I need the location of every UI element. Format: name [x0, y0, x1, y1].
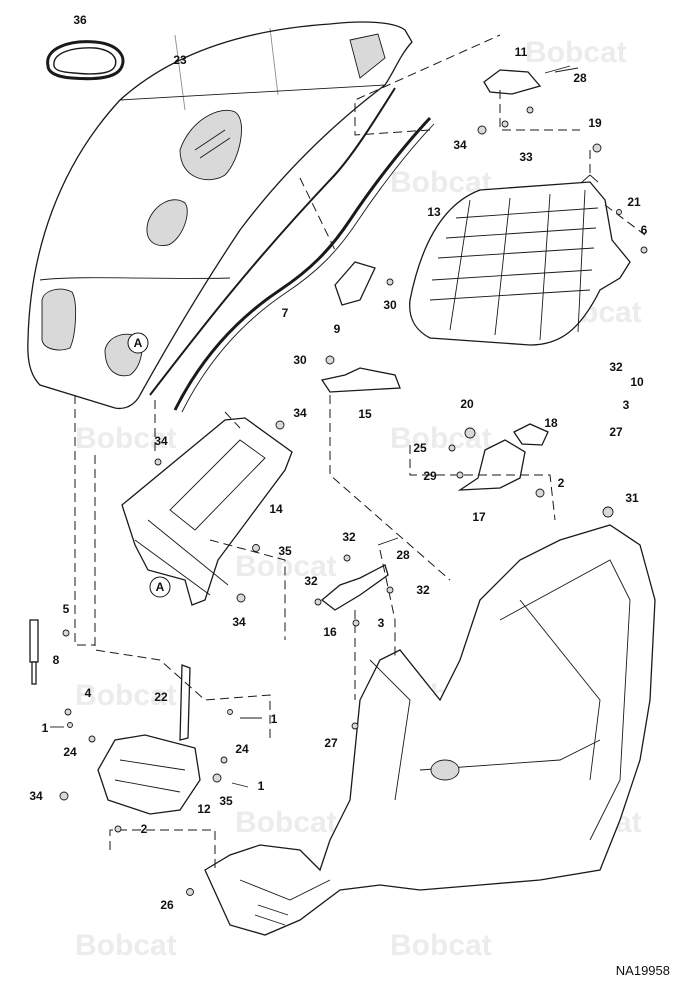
svg-text:A: A: [134, 336, 143, 350]
callout-11: 11: [515, 45, 528, 59]
callout-2: 2: [558, 476, 565, 490]
callout-32: 32: [416, 583, 430, 597]
callout-6: 6: [641, 223, 648, 237]
part-grille-13: [409, 174, 631, 346]
callout-24: 24: [235, 742, 249, 756]
part-bracket-15: [320, 367, 401, 393]
callout-1: 1: [258, 779, 265, 793]
part-rod-22: [179, 664, 191, 741]
callout-3: 3: [623, 398, 630, 412]
watermark-text: Bobcat: [390, 422, 492, 455]
callout-14: 14: [269, 502, 283, 516]
callout-27: 27: [609, 425, 623, 439]
watermark-text: Bobcat: [75, 929, 177, 962]
callout-21: 21: [627, 195, 641, 209]
callout-10: 10: [630, 375, 644, 389]
callout-8: 8: [53, 653, 60, 667]
callout-26: 26: [160, 898, 174, 912]
callout-23: 23: [173, 53, 187, 67]
callout-34: 34: [232, 615, 246, 629]
callout-30: 30: [293, 353, 307, 367]
callout-34: 34: [453, 138, 467, 152]
callout-15: 15: [358, 407, 372, 421]
callout-31: 31: [625, 491, 639, 505]
part-hood-23: [27, 21, 413, 410]
callout-25: 25: [413, 441, 427, 455]
callout-32: 32: [304, 574, 318, 588]
callout-9: 9: [334, 322, 341, 336]
callout-7: 7: [282, 306, 289, 320]
callout-34: 34: [29, 789, 43, 803]
callout-32: 32: [342, 530, 356, 544]
callout-22: 22: [154, 690, 168, 704]
watermark-text: Bobcat: [75, 422, 177, 455]
callout-28: 28: [573, 71, 587, 85]
watermark-text: Bobcat: [525, 36, 627, 69]
callout-34: 34: [154, 434, 168, 448]
part-frame-14: [121, 417, 293, 606]
callout-19: 19: [588, 116, 602, 130]
part-bracket-17: [457, 439, 526, 491]
callout-17: 17: [472, 510, 486, 524]
callout-12: 12: [197, 802, 211, 816]
callout-34: 34: [293, 406, 307, 420]
part-seal-36: [46, 40, 125, 81]
callout-32: 32: [609, 360, 623, 374]
callout-35: 35: [219, 794, 233, 808]
callout-1: 1: [42, 721, 49, 735]
callout-35: 35: [278, 544, 292, 558]
callout-36: 36: [73, 13, 87, 27]
detail-marker-a-top: A: [127, 332, 149, 354]
part-bracket-9: [334, 261, 376, 306]
callout-3: 3: [378, 616, 385, 630]
part-bracket-16: [320, 564, 389, 611]
drawing-reference-number: NA19958: [615, 963, 670, 978]
watermark-text: Bobcat: [235, 806, 337, 839]
part-bracket-11: [483, 65, 571, 95]
part-chassis-frame: [204, 524, 656, 936]
callout-4: 4: [85, 686, 92, 700]
callout-5: 5: [63, 602, 70, 616]
callout-27: 27: [324, 736, 338, 750]
callout-20: 20: [460, 397, 474, 411]
callout-30: 30: [383, 298, 397, 312]
callout-33: 33: [519, 150, 533, 164]
callout-18: 18: [544, 416, 558, 430]
part-gas-strut-8: [29, 619, 39, 685]
callout-28: 28: [396, 548, 410, 562]
callout-16: 16: [323, 625, 337, 639]
watermark-text: Bobcat: [75, 679, 177, 712]
part-seal-strip-7: [173, 116, 435, 413]
watermark-text: Bobcat: [390, 929, 492, 962]
hardware-fasteners: [50, 67, 648, 896]
detail-marker-a-bottom: A: [149, 576, 171, 598]
svg-text:A: A: [156, 580, 165, 594]
watermark-text: Bobcat: [235, 550, 337, 583]
callout-29: 29: [423, 469, 437, 483]
part-bracket-18: [513, 423, 549, 446]
part-tray-12: [97, 734, 201, 815]
callout-13: 13: [427, 205, 441, 219]
callout-2: 2: [141, 822, 148, 836]
callout-1: 1: [271, 712, 278, 726]
callout-24: 24: [63, 745, 77, 759]
